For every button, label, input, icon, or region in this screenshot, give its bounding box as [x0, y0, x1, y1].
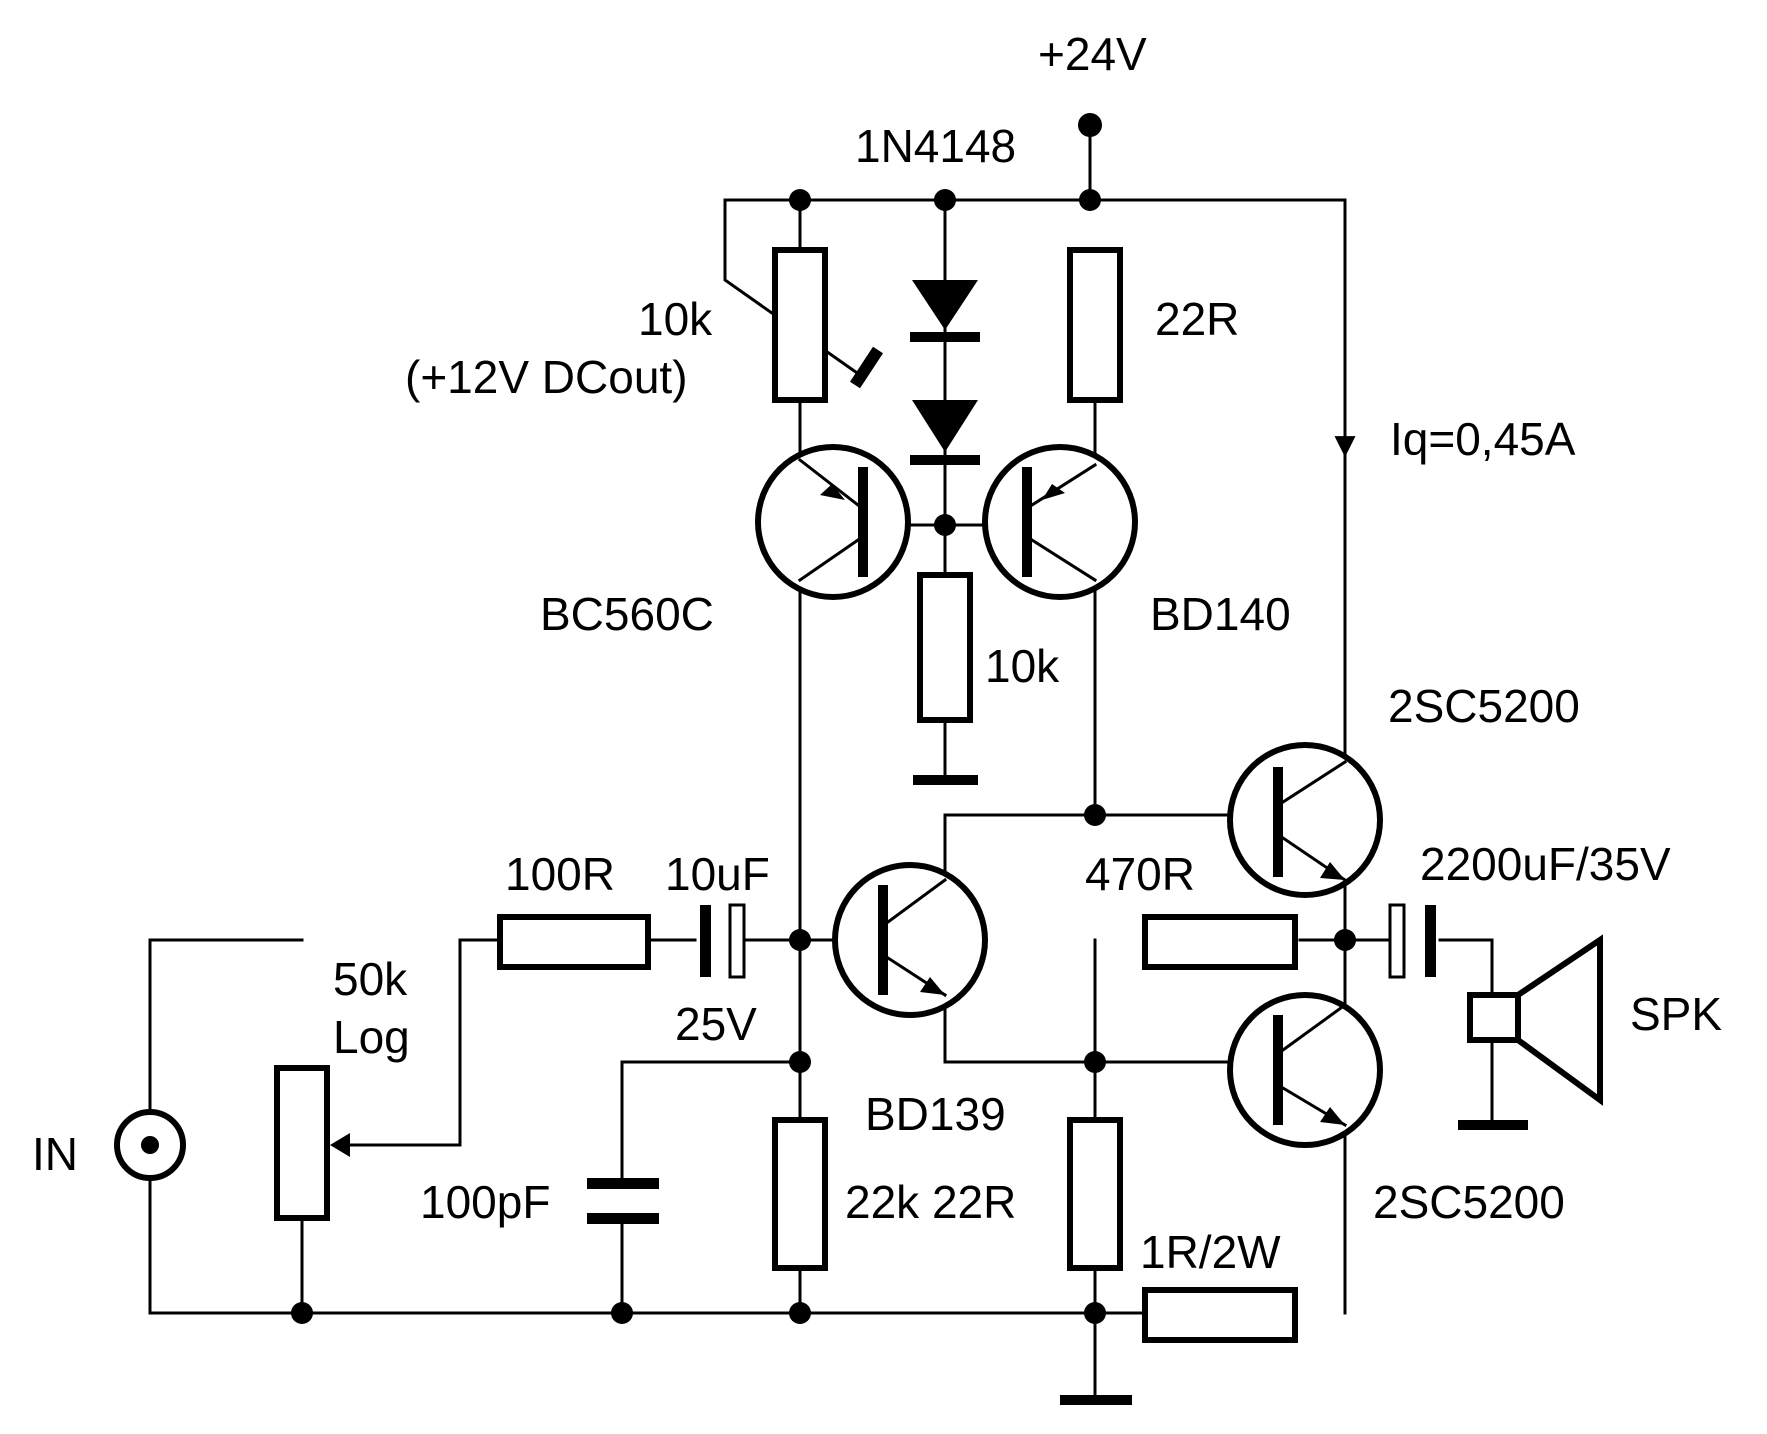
junction-dot-icon	[611, 1302, 633, 1324]
npn-transistor-icon	[1227, 992, 1383, 1148]
quiescent-current-label: Iq=0,45A	[1390, 413, 1576, 465]
capacitor-2200uf	[1388, 903, 1436, 979]
filter-capacitor-label: 100pF	[420, 1176, 550, 1228]
diodes	[910, 280, 980, 465]
capacitor-icon	[587, 1178, 659, 1189]
junction-dot-icon	[1084, 1051, 1106, 1073]
wiper-wire	[343, 938, 502, 1147]
resistor-icon	[917, 572, 973, 723]
feedback-resistor-label: 470R	[1085, 848, 1195, 900]
junction-dot-icon	[789, 1302, 811, 1324]
junction-dots	[291, 113, 1356, 1324]
transistor-lower-2sc5200	[1227, 938, 1383, 1148]
speaker	[1467, 934, 1603, 1106]
electrolytic-capacitor-icon	[1425, 905, 1436, 977]
pnp-transistor-icon	[982, 444, 1138, 600]
jack-shield-wire	[148, 938, 304, 1315]
upper-2sc5200-label: 2SC5200	[1388, 680, 1580, 732]
pot-taper-label: Log	[333, 1011, 410, 1063]
junction-dot-icon	[1079, 189, 1101, 211]
speaker-icon	[1467, 992, 1521, 1043]
input-label: IN	[32, 1128, 78, 1180]
resistor-icon	[1067, 1117, 1123, 1271]
filter-cap-wire	[620, 1060, 802, 1315]
resistor-icon	[497, 914, 651, 970]
capacitor-100pf	[587, 1178, 659, 1224]
trimmer-icon	[849, 346, 884, 389]
transistor-upper-2sc5200	[1227, 742, 1383, 942]
ground-icon	[913, 775, 978, 785]
labels: +24V 1N4148 10k (+12V DCout) 22R Iq=0,45…	[32, 28, 1722, 1278]
bd139-emitter-link-wire	[943, 993, 1242, 1064]
input-capacitor-voltage-label: 25V	[675, 998, 757, 1050]
wires	[148, 123, 1494, 1402]
speaker-wire	[1438, 938, 1494, 997]
resistor-icon	[1067, 247, 1123, 403]
junction-dot-icon	[1334, 929, 1356, 951]
npn-transistor-icon	[832, 862, 988, 1018]
input-capacitor-label: 10uF	[665, 848, 770, 900]
npn-transistor-icon	[1227, 742, 1383, 898]
bc560c-label: BC560C	[540, 588, 714, 640]
diode-label: 1N4148	[855, 120, 1016, 172]
lower-2sc5200-label: 2SC5200	[1373, 1176, 1565, 1228]
emitter-resistor-label: 1R/2W	[1140, 1226, 1281, 1278]
transistor-bc560c	[755, 444, 911, 600]
junction-dot-icon	[291, 1302, 313, 1324]
resistor-pair-label: 22k 22R	[845, 1176, 1016, 1228]
transistor-bd139	[832, 862, 988, 1018]
junction-dot-icon	[934, 514, 956, 536]
junction-dot-icon	[1084, 1302, 1106, 1324]
junction-dot-icon	[789, 1051, 811, 1073]
pnp-transistor-icon	[755, 444, 911, 600]
resistor-icon	[772, 1117, 828, 1271]
resistor-icon	[1142, 1287, 1298, 1343]
junction-dot-icon	[1084, 804, 1106, 826]
diode-icon	[912, 400, 978, 452]
trimmer-note-label: (+12V DCout)	[405, 351, 688, 403]
output-capacitor-label: 2200uF/35V	[1420, 838, 1671, 890]
resistor-icon	[1142, 914, 1298, 970]
ground-icon	[1060, 1395, 1132, 1405]
resistor-22r-top-label: 22R	[1155, 293, 1239, 345]
capacitor-10uf	[700, 903, 746, 979]
junction-dot-icon	[934, 189, 956, 211]
transistor-bd140	[982, 444, 1138, 600]
bd140-label: BD140	[1150, 588, 1291, 640]
resistor-icon	[772, 247, 828, 403]
speaker-label: SPK	[1630, 988, 1722, 1040]
pot-value-label: 50k	[333, 953, 408, 1005]
diode-icon	[912, 280, 978, 330]
input-resistor-label: 100R	[505, 848, 615, 900]
junction-dot-icon	[1078, 113, 1102, 137]
potentiometer-50k	[274, 1065, 350, 1221]
trimmer-value-label: 10k	[638, 293, 713, 345]
supply-voltage-label: +24V	[1038, 28, 1147, 80]
bd139-label: BD139	[865, 1088, 1006, 1140]
potentiometer-icon	[274, 1065, 330, 1221]
bias-resistor-label: 10k	[985, 640, 1060, 692]
junction-dot-icon	[789, 929, 811, 951]
rca-jack	[114, 1109, 186, 1181]
resistors	[497, 247, 1298, 1343]
electrolytic-capacitor-icon	[700, 905, 711, 977]
ground-icon	[1458, 1120, 1528, 1130]
junction-dot-icon	[789, 189, 811, 211]
